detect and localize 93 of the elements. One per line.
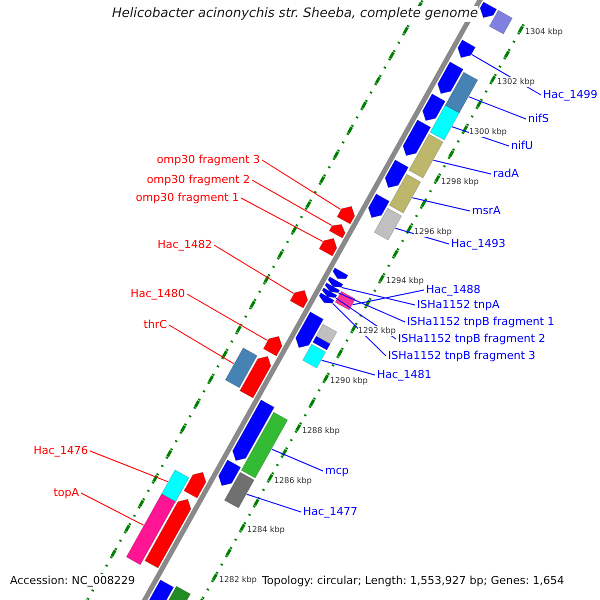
scale-label: 1286 kbp [274, 476, 312, 486]
gene-label: Hac_1476 [33, 444, 88, 457]
gene-feature [408, 134, 444, 178]
gene-feature [224, 472, 254, 508]
leader-line [246, 494, 302, 512]
gene-label: ISHa1152 tnpA [417, 298, 500, 311]
gene-feature [389, 174, 421, 214]
gene-feature [336, 206, 356, 224]
gene-feature [232, 400, 275, 461]
scale-label: 1300 kbp [469, 127, 507, 137]
gene-feature [430, 104, 460, 140]
scale-label: 1290 kbp [330, 376, 368, 386]
leader-line [214, 244, 294, 294]
scale-label: 1296 kbp [414, 227, 452, 237]
gene-label: ISHa1152 tnpB fragment 2 [398, 332, 546, 345]
leader-line [352, 290, 424, 306]
footer-text: Topology: circular; Length: 1,553,927 bp; Genes: 1,654 [262, 574, 564, 587]
gene-label: topA [53, 486, 79, 499]
gene-feature [489, 10, 513, 34]
gene-feature [328, 224, 346, 238]
gene-feature [318, 292, 334, 304]
gene-label: Hac_1488 [426, 283, 481, 296]
scale-label: 1294 kbp [386, 276, 424, 286]
gene-feature [144, 498, 192, 568]
gene-label: Hac_1477 [303, 505, 358, 518]
leader-line [412, 197, 470, 212]
gene-feature [161, 470, 190, 502]
scale-label: 1304 kbp [525, 27, 563, 37]
gene-feature [166, 586, 191, 600]
scale-label: 1292 kbp [358, 326, 396, 336]
leader-line [252, 180, 332, 226]
gene-feature [302, 344, 326, 368]
gene-feature [437, 62, 464, 94]
leader-line [341, 287, 416, 306]
gene-feature [316, 324, 338, 344]
gene-feature [240, 356, 272, 398]
gene-feature [334, 290, 356, 310]
leader-line [240, 198, 324, 242]
leader-line [321, 360, 376, 376]
gene-label: radA [493, 167, 519, 180]
gene-label: nifS [528, 112, 549, 125]
gene-feature [295, 312, 324, 348]
gene-label: Hac_1499 [543, 88, 598, 101]
leader-line [332, 302, 386, 356]
gene-feature [240, 412, 288, 478]
gene-feature [318, 238, 338, 256]
gene-label: Hac_1481 [377, 368, 432, 381]
leader-line [468, 96, 526, 120]
gene-label: thrC [144, 318, 167, 331]
gene-label: omp30 fragment 2 [146, 173, 250, 186]
gene-feature [312, 336, 330, 350]
gene-feature [184, 472, 206, 498]
leader-line [338, 292, 406, 322]
gene-label: omp30 fragment 3 [156, 153, 260, 166]
leader-line [271, 448, 324, 472]
diagram-title: Helicobacter acinonychis str. Sheeba, complete genome [112, 6, 478, 22]
gene-label: Hac_1482 [157, 238, 212, 251]
gene-feature [402, 120, 431, 156]
gene-feature [457, 40, 476, 58]
gene-feature [422, 94, 446, 121]
gene-feature [322, 288, 338, 298]
leader-line [90, 450, 168, 482]
gene-feature [263, 336, 282, 356]
gene-label: msrA [472, 204, 500, 217]
gene-feature [384, 160, 409, 188]
gene-label: ISHa1152 tnpB fragment 3 [388, 349, 536, 362]
leader-line [432, 160, 492, 174]
gene-feature [328, 276, 344, 288]
scale-label: 1284 kbp [247, 525, 285, 535]
gene-feature [480, 2, 497, 18]
scale-label: 1288 kbp [302, 426, 340, 436]
scale-label: 1282 kbp [219, 575, 257, 585]
leader-line [262, 160, 342, 210]
leader-line [186, 294, 268, 341]
gene-label: mcp [325, 464, 349, 477]
gene-label: Hac_1493 [451, 237, 506, 250]
gene-label: omp30 fragment 1 [136, 191, 239, 204]
scale-label: 1298 kbp [441, 177, 479, 187]
gene-feature [290, 290, 308, 308]
leader-line [80, 492, 144, 526]
gene-feature [126, 494, 176, 566]
gene-feature [224, 348, 258, 388]
leader-line [168, 324, 234, 364]
scale-label: 1302 kbp [497, 77, 535, 87]
gene-label: nifU [511, 139, 533, 152]
gene-feature [444, 72, 478, 114]
gene-feature [324, 282, 340, 294]
gene-feature [374, 208, 402, 240]
gene-feature [332, 268, 348, 279]
gene-feature [218, 460, 241, 486]
footer-text: Accession: NC_008229 [10, 574, 136, 587]
gene-label: ISHa1152 tnpB fragment 1 [407, 315, 554, 328]
gene-label: Hac_1480 [130, 287, 185, 300]
